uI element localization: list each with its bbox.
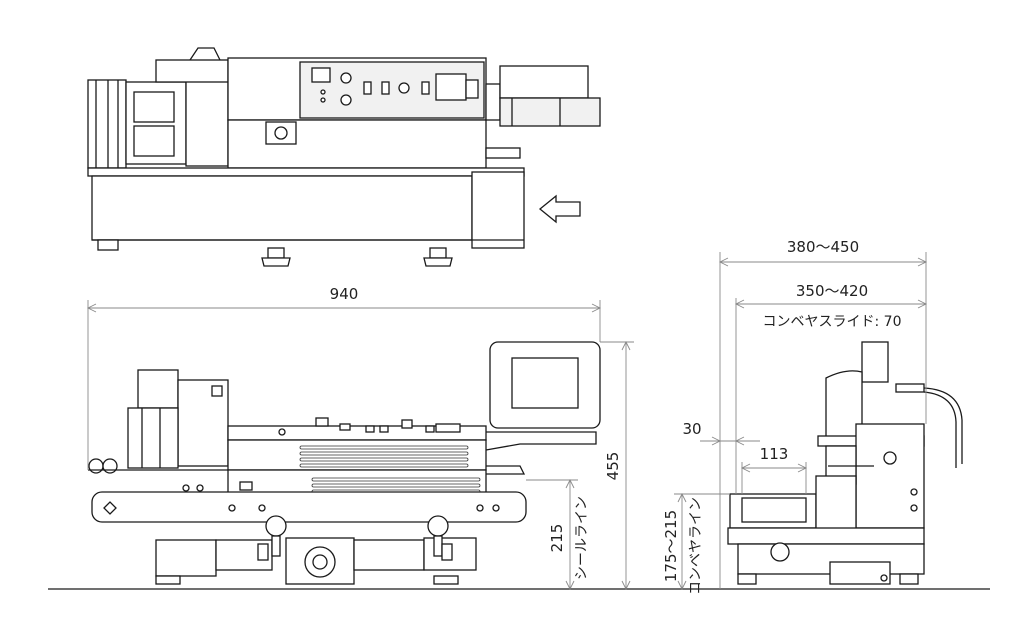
dim-depth-inner-text: 350〜420	[796, 282, 868, 300]
dim-height	[600, 340, 634, 591]
dim-depth-outer	[718, 252, 928, 589]
dim-conveyor-slide-text: コンベヤスライド: 70	[763, 314, 902, 330]
dim-conveyor-height-text: 175〜215	[662, 510, 680, 582]
dim-height-text: 455	[604, 452, 622, 481]
dim-conveyor-line-label: コンベヤライン	[688, 497, 704, 595]
dim-conveyor-width	[740, 462, 808, 494]
dim-conveyor-width-text: 113	[760, 445, 789, 463]
dim-length-text: 940	[330, 285, 359, 303]
dim-seal-line	[526, 478, 578, 591]
dim-seal-line-label: シールライン	[574, 496, 590, 580]
dim-seal-line-text: 215	[548, 524, 566, 553]
front-view	[48, 341, 990, 590]
top-view	[87, 47, 601, 267]
dim-depth-inner	[734, 298, 928, 494]
dim-conveyor-height	[674, 492, 730, 591]
heater-slots-upper	[299, 445, 469, 468]
dim-length	[86, 300, 602, 470]
left-arrow-icon	[538, 194, 581, 224]
dim-offset	[700, 436, 760, 446]
dim-offset-text: 30	[682, 420, 701, 438]
side-view	[727, 341, 963, 585]
dim-depth-outer-text: 380〜450	[787, 238, 859, 256]
